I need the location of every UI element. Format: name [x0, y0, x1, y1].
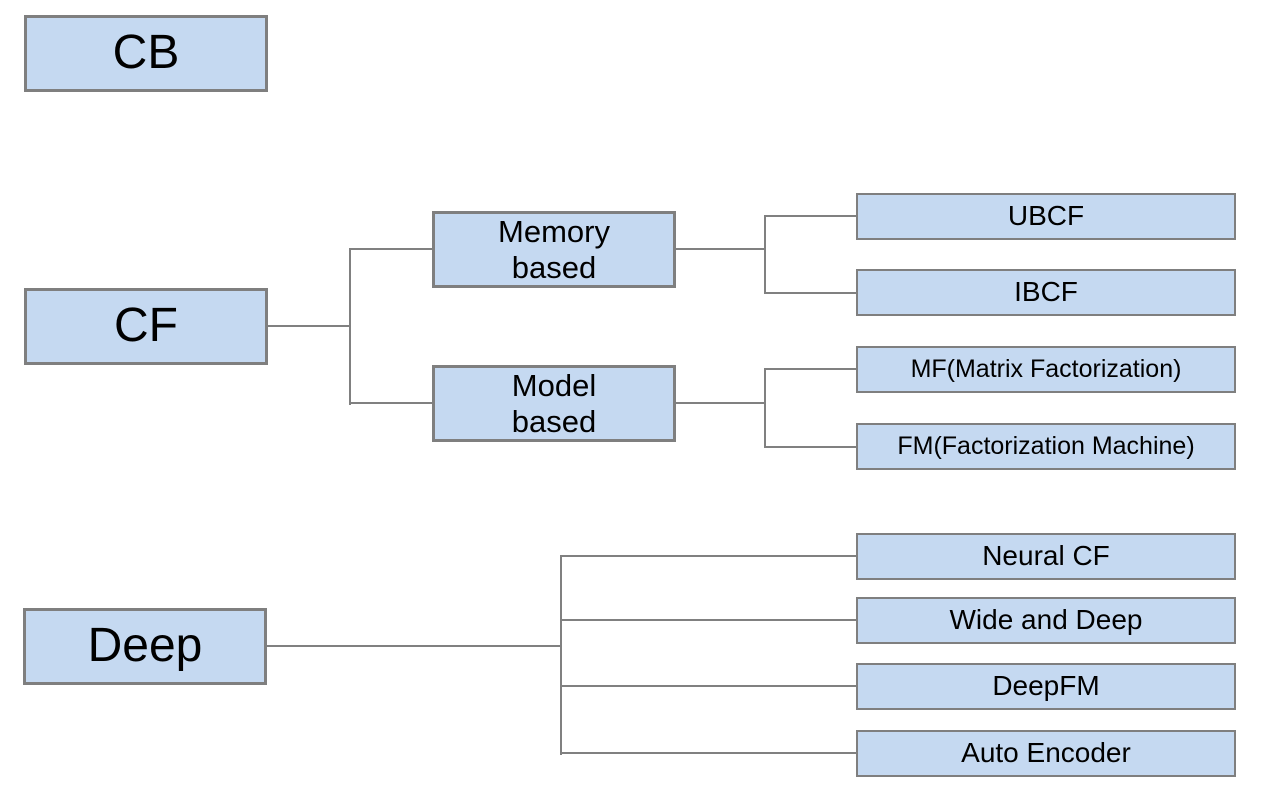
node-cb-label: CB [112, 26, 180, 80]
node-fm-label: FM(Factorization Machine) [897, 431, 1195, 460]
connector-model-to-fm [764, 446, 856, 448]
node-ibcf: IBCF [856, 269, 1236, 316]
node-wide-and-deep: Wide and Deep [856, 597, 1236, 644]
node-ibcf-label: IBCF [1014, 276, 1078, 308]
connector-deep-to-deepfm [560, 685, 856, 687]
connector-deep-to-wide-and-deep [560, 619, 856, 621]
connector-model-trunk [676, 402, 766, 404]
node-deep-label: Deep [87, 619, 203, 673]
node-mf-label: MF(Matrix Factorization) [910, 354, 1182, 383]
connector-cf-to-memory [349, 248, 432, 250]
node-cf: CF [24, 288, 268, 365]
node-auto-encoder-label: Auto Encoder [961, 737, 1131, 769]
connector-memory-to-ubcf [764, 215, 856, 217]
node-memory-based: Memory based [432, 211, 676, 288]
node-model-based-label: Model based [511, 367, 597, 439]
node-cf-label: CF [114, 299, 178, 353]
node-fm: FM(Factorization Machine) [856, 423, 1236, 470]
connector-deep-to-auto-encoder [560, 752, 856, 754]
node-ubcf: UBCF [856, 193, 1236, 240]
connector-cf-vertical [349, 248, 351, 405]
node-deepfm: DeepFM [856, 663, 1236, 710]
node-deepfm-label: DeepFM [992, 670, 1100, 702]
node-ubcf-label: UBCF [1007, 200, 1085, 232]
node-model-based: Model based [432, 365, 676, 442]
node-wide-and-deep-label: Wide and Deep [949, 604, 1143, 636]
node-cb: CB [24, 15, 268, 92]
connector-memory-to-ibcf [764, 292, 856, 294]
node-auto-encoder: Auto Encoder [856, 730, 1236, 777]
connector-model-vertical [764, 368, 766, 448]
connector-deep-vertical [560, 555, 562, 755]
node-deep: Deep [23, 608, 267, 685]
node-neural-cf: Neural CF [856, 533, 1236, 580]
connector-deep-trunk [267, 645, 562, 647]
connector-model-to-mf [764, 368, 856, 370]
connector-cf-to-model [349, 402, 432, 404]
connector-memory-vertical [764, 215, 766, 294]
node-mf: MF(Matrix Factorization) [856, 346, 1236, 393]
node-neural-cf-label: Neural CF [982, 540, 1110, 572]
node-memory-based-label: Memory based [498, 213, 610, 285]
connector-deep-to-neural-cf [560, 555, 856, 557]
connector-memory-trunk [676, 248, 766, 250]
connector-cf-trunk [268, 325, 351, 327]
